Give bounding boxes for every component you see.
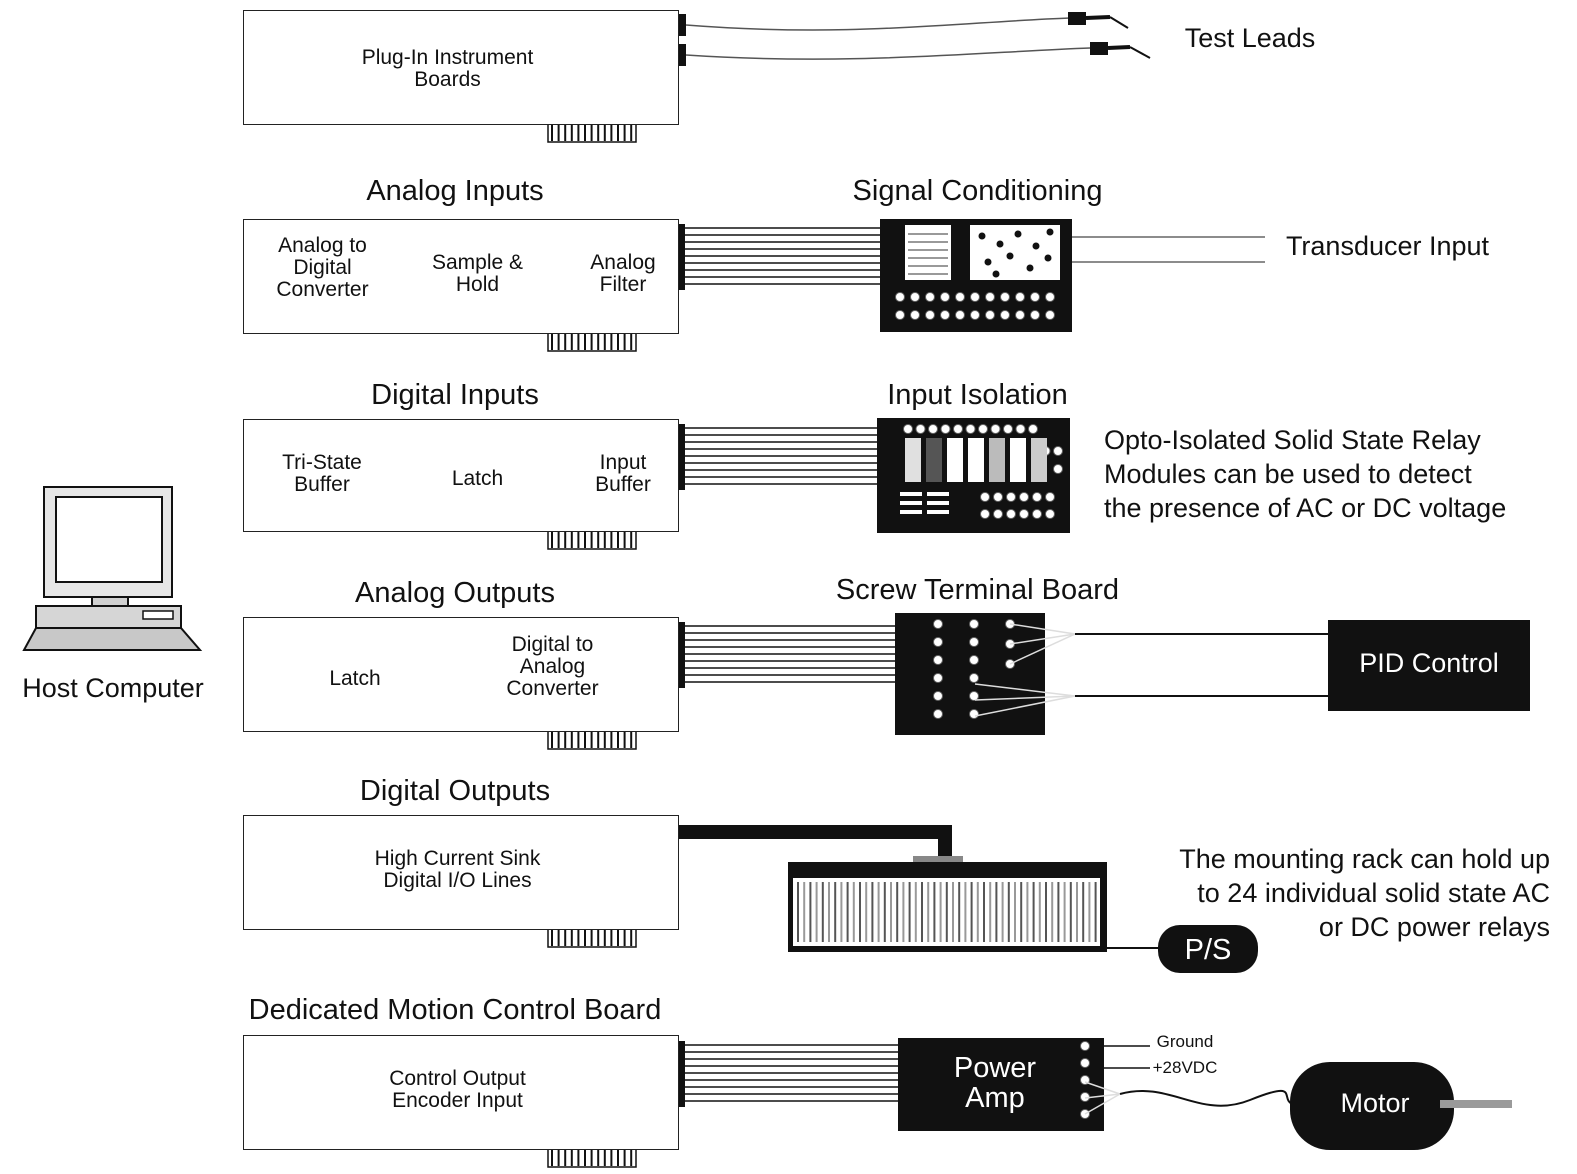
signal-conditioning-label: Signal Conditioning <box>852 175 1103 207</box>
digital-inputs-heading: Digital Inputs <box>371 379 539 411</box>
output-latch-label: Latch <box>329 667 381 690</box>
edge-connector-icon <box>547 123 637 143</box>
analog-inputs-heading: Analog Inputs <box>366 175 544 207</box>
plugin-board-label: Plug-In Instrument Boards <box>361 46 534 92</box>
motor-icon <box>1290 1062 1512 1150</box>
mounting-rack-note: The mounting rack can hold up to 24 indi… <box>1179 844 1550 942</box>
ribbon-cable-icon <box>677 424 887 490</box>
plugin-instrument-board <box>243 10 679 125</box>
digital-input-board <box>243 419 679 532</box>
analog-output-board <box>243 617 679 732</box>
opto-isolation-note: Opto-Isolated Solid State Relay Modules … <box>1104 425 1507 523</box>
power-supply-box <box>1158 925 1258 973</box>
test-leads-label: Test Leads <box>1184 23 1316 53</box>
dac-label: Digital to Analog Converter <box>506 633 599 701</box>
edge-connector-icon <box>547 530 637 550</box>
analog-input-board <box>243 219 679 334</box>
test-leads-icon <box>678 12 1151 66</box>
tristate-buffer-label: Tri-State Buffer <box>282 451 362 497</box>
motion-control-heading: Dedicated Motion Control Board <box>248 994 662 1026</box>
screw-terminal-label: Screw Terminal Board <box>835 574 1120 606</box>
vdc-label: +28VDC <box>1152 1058 1218 1077</box>
power-amp-label: Power Amp <box>953 1052 1037 1115</box>
sample-hold-label: Sample & Hold <box>431 251 524 297</box>
pid-control-box <box>1328 620 1530 711</box>
digital-output-board <box>243 815 679 930</box>
motion-control-board <box>243 1035 679 1150</box>
edge-connector-icon <box>547 1148 637 1168</box>
ground-label: Ground <box>1156 1032 1214 1051</box>
relay-rack-icon <box>677 825 1258 973</box>
edge-connector-icon <box>547 730 637 750</box>
signal-conditioning-board-icon <box>880 219 1265 332</box>
motor-label: Motor <box>1340 1088 1410 1118</box>
screw-terminal-board-icon <box>895 613 1530 735</box>
high-current-sink-label: High Current Sink Digital I/O Lines <box>374 847 541 893</box>
power-amp-icon <box>898 1038 1293 1131</box>
input-isolation-label: Input Isolation <box>887 379 1068 411</box>
analog-outputs-heading: Analog Outputs <box>355 577 555 609</box>
input-buffer-label: Input Buffer <box>595 451 651 497</box>
pid-control-label: PID Control <box>1359 648 1499 678</box>
digital-outputs-heading: Digital Outputs <box>359 775 551 807</box>
edge-connector-icon <box>547 928 637 948</box>
ribbon-cable-group <box>677 224 908 1107</box>
ps-label: P/S <box>1184 934 1232 966</box>
adc-label: Analog to Digital Converter <box>276 234 369 302</box>
ribbon-cable-icon <box>677 1041 908 1107</box>
transducer-input-label: Transducer Input <box>1285 231 1490 261</box>
edge-connector-icon <box>547 332 637 352</box>
input-isolation-board-icon <box>877 418 1070 533</box>
host-computer-icon <box>22 486 203 651</box>
edge-connector-group <box>547 123 637 1168</box>
analog-filter-label: Analog Filter <box>590 251 656 297</box>
ribbon-cable-icon <box>677 622 905 688</box>
control-encoder-label: Control Output Encoder Input <box>389 1067 526 1113</box>
latch-label: Latch <box>451 467 504 490</box>
host-computer-label: Host Computer <box>22 673 204 703</box>
ribbon-cable-icon <box>677 224 890 290</box>
